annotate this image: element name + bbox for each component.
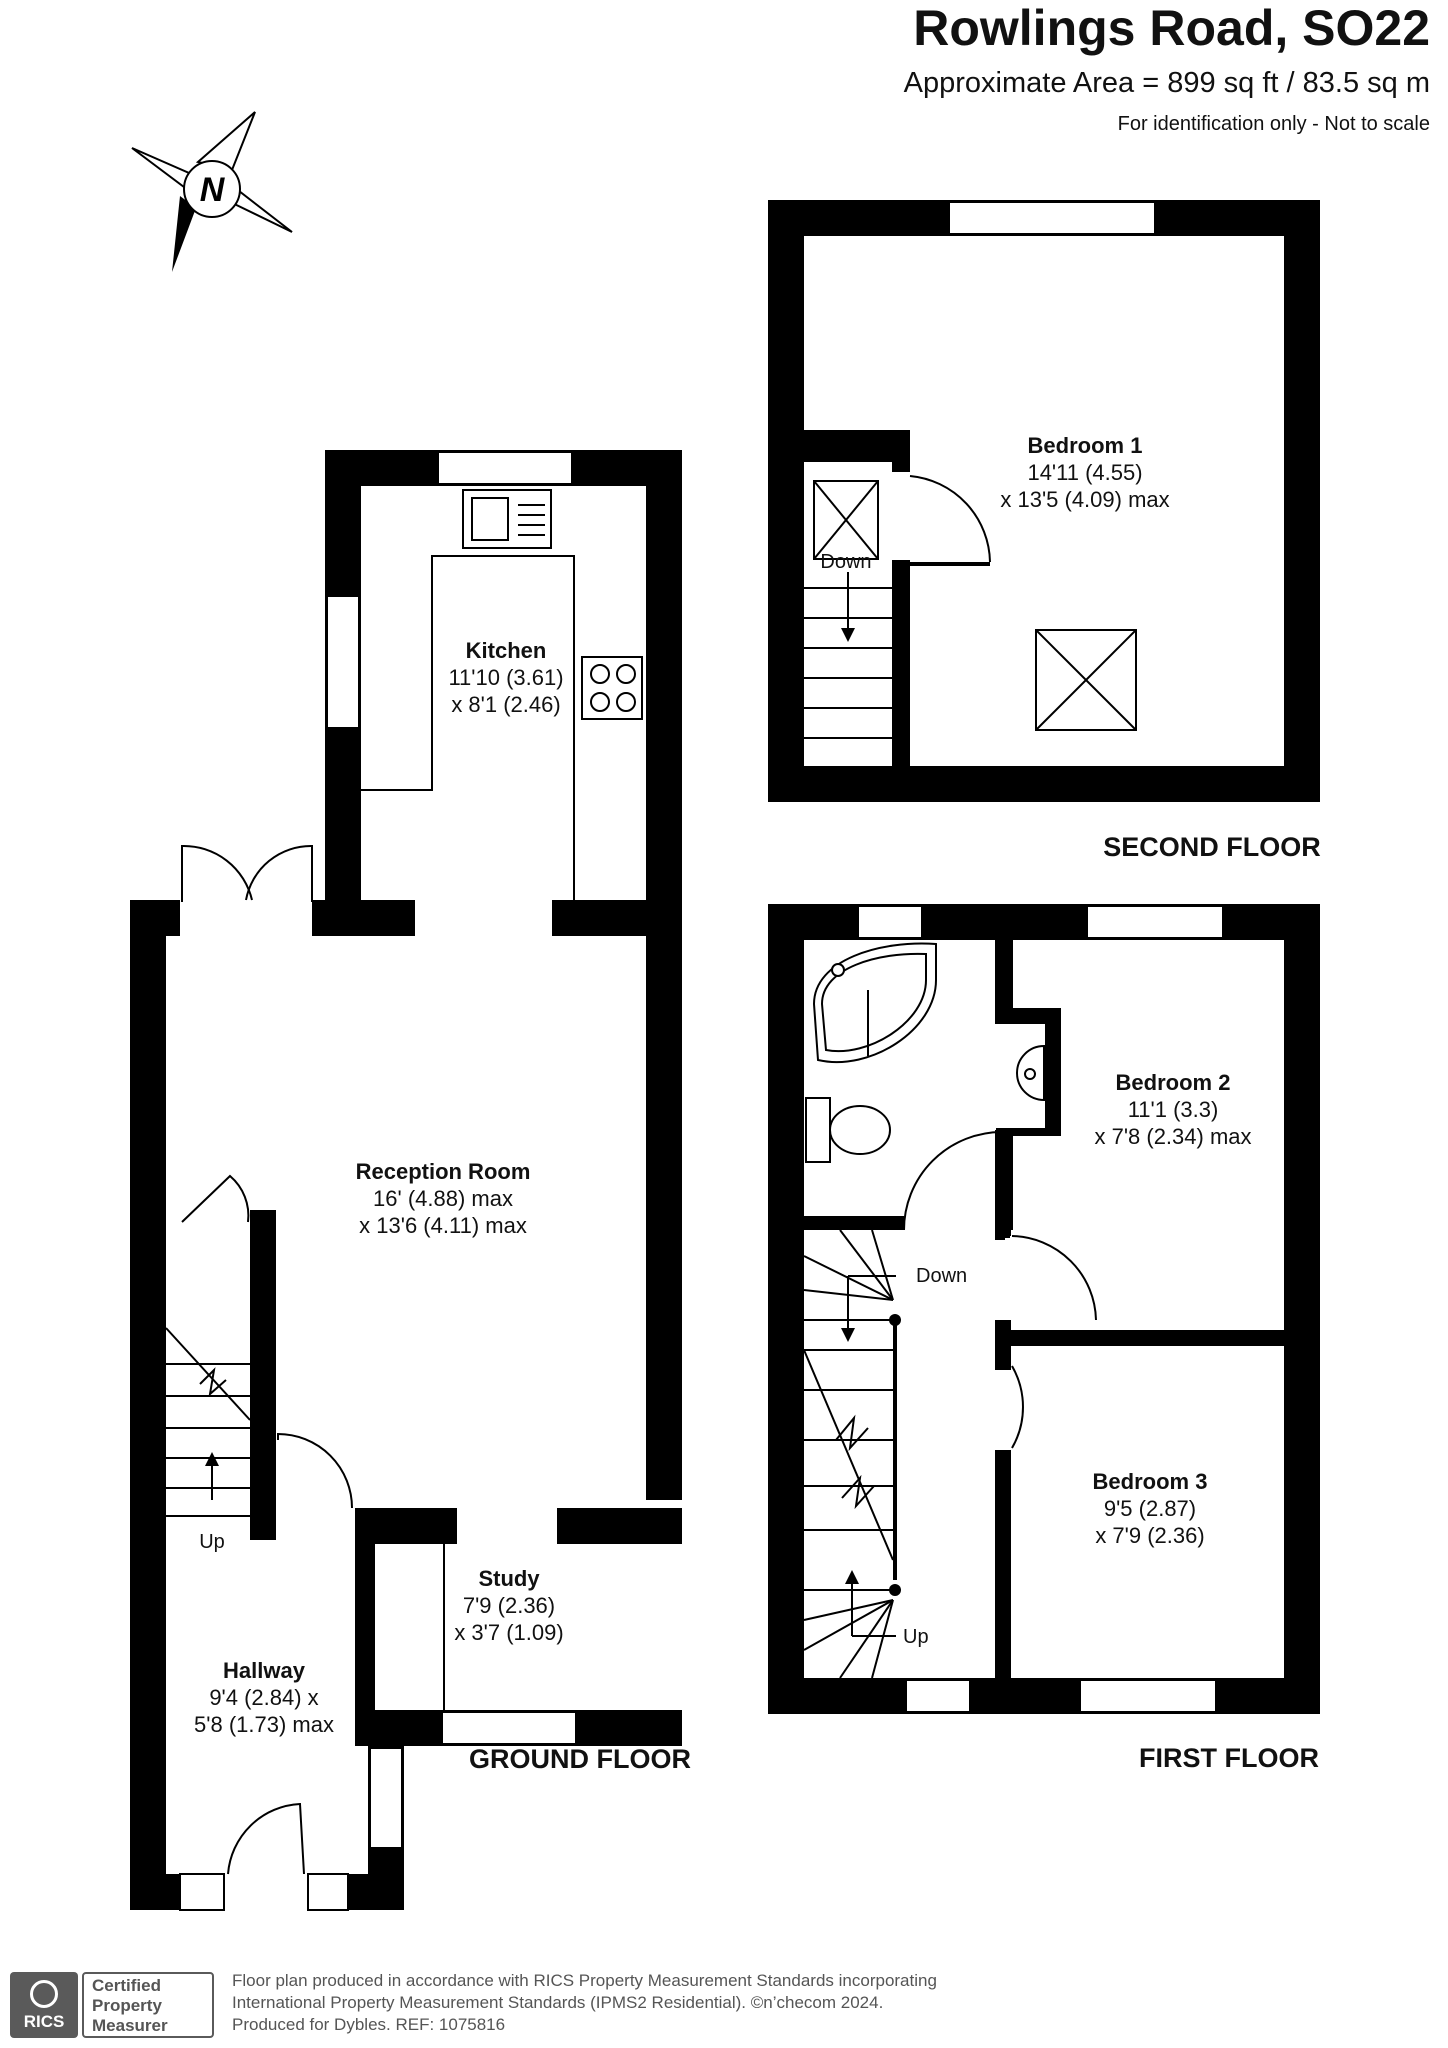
- first-floor-label: FIRST FLOOR: [1139, 1743, 1319, 1773]
- bedroom3-dim2: x 7'9 (2.36): [1095, 1523, 1204, 1548]
- study-dim2: x 3'7 (1.09): [454, 1620, 563, 1645]
- hallway-dim1: 9'4 (2.84) x: [209, 1685, 318, 1710]
- stair-handrail: [893, 1320, 897, 1580]
- footer-line: International Property Measurement Stand…: [232, 1993, 884, 2012]
- ground-floor: Up Kitchen 11'10 (3.61) x 8'1 (2.46) Rec…: [130, 450, 691, 1911]
- cert-line: Property: [92, 1996, 162, 2015]
- reception-room-dim2: x 13'6 (4.11) max: [359, 1213, 527, 1238]
- bedroom1-dim2: x 13'5 (4.09) max: [1000, 487, 1169, 512]
- front-door: [227, 1802, 305, 1875]
- hallway-name: Hallway: [223, 1658, 306, 1683]
- scale-disclaimer: For identification only - Not to scale: [1117, 113, 1430, 135]
- kitchen-window-left: [326, 595, 360, 729]
- reception-wall-right: [646, 900, 682, 1500]
- toilet-icon: [805, 1097, 891, 1163]
- hallway-wall-left: [130, 900, 166, 1910]
- cert-line: Certified: [92, 1976, 161, 1995]
- stair-partition: [250, 1210, 276, 1540]
- footer-disclaimer: Floor plan produced in accordance with R…: [232, 1970, 937, 2036]
- bedroom1-dim1: 14'11 (4.55): [1027, 460, 1142, 485]
- patio-door: [181, 844, 253, 902]
- bedroom2-name: Bedroom 2: [1116, 1070, 1231, 1095]
- second-floor-label: SECOND FLOOR: [1103, 832, 1321, 862]
- first-floor-stairs: Down Up: [803, 1229, 967, 1679]
- study-name: Study: [478, 1566, 540, 1591]
- reception-room-name: Reception Room: [356, 1159, 531, 1184]
- bathroom-door: [903, 1131, 1003, 1231]
- footer-line: Floor plan produced in accordance with R…: [232, 1971, 937, 1990]
- bedroom3-window: [1079, 1679, 1217, 1713]
- bath-icon: [812, 942, 937, 1063]
- ground-floor-stairs: Up: [165, 1327, 251, 1553]
- basin-icon: [1016, 1044, 1045, 1102]
- compass-icon: N: [131, 111, 293, 272]
- landing-window: [905, 1679, 971, 1713]
- first-stairs-up-label: Up: [903, 1626, 929, 1648]
- hob-icon: [581, 656, 643, 720]
- kitchen-wall-right: [646, 450, 682, 905]
- first-floor: Down Up Bedroom 2 11'1 (3.3) x 7'8 (2.34…: [768, 904, 1320, 1773]
- cert-line: Measurer: [92, 2016, 168, 2035]
- reception-room-dim1: 16' (4.88) max: [373, 1186, 513, 1211]
- bedroom3-dim1: 9'5 (2.87): [1104, 1496, 1196, 1521]
- bedroom2-door: [1011, 1235, 1097, 1321]
- approximate-area: Approximate Area = 899 sq ft / 83.5 sq m: [903, 67, 1430, 99]
- bedroom2-dim1: 11'1 (3.3): [1128, 1097, 1219, 1122]
- first-stairs-down-label: Down: [916, 1265, 967, 1287]
- hallway-window: [369, 1747, 403, 1849]
- rics-logo: RICS: [10, 1972, 78, 2038]
- bedroom2-window: [1086, 905, 1224, 939]
- second-floor-stairs: Down: [804, 551, 892, 739]
- ground-floor-label: GROUND FLOOR: [469, 1744, 691, 1774]
- compass-north-letter: N: [200, 171, 226, 209]
- footer-line: Produced for Dybles. REF: 1075816: [232, 2015, 506, 2034]
- kitchen-name: Kitchen: [466, 638, 547, 663]
- plan-title: Rowlings Road, SO22: [913, 0, 1430, 56]
- bedroom1-name: Bedroom 1: [1028, 433, 1143, 458]
- bedroom3-name: Bedroom 3: [1093, 1469, 1208, 1494]
- hallway-dim2: 5'8 (1.73) max: [194, 1712, 334, 1737]
- kitchen-dim2: x 8'1 (2.46): [451, 692, 560, 717]
- second-stairs-down-label: Down: [820, 551, 871, 573]
- certified-property-measurer-badge: Certified Property Measurer: [82, 1972, 214, 2038]
- bedroom2-dim2: x 7'8 (2.34) max: [1094, 1124, 1251, 1149]
- study-dim1: 7'9 (2.36): [463, 1593, 555, 1618]
- ground-stairs-up-label: Up: [199, 1531, 225, 1553]
- kitchen-window-top: [437, 451, 573, 485]
- kitchen-dim1: 11'10 (3.61): [448, 665, 563, 690]
- bedroom1-door: [909, 475, 991, 563]
- front-door-side-window: [179, 1873, 225, 1911]
- study-window: [441, 1711, 577, 1745]
- second-floor: Down Bedroom 1 14'11 (4.55) x 13'5 (4.09…: [768, 200, 1321, 862]
- rics-logo-text: RICS: [23, 2012, 65, 2031]
- bedroom3-door: [1011, 1365, 1024, 1449]
- rics-emblem-icon: [30, 1980, 58, 2008]
- bedroom1-window: [948, 201, 1156, 235]
- bathroom-window: [857, 905, 923, 939]
